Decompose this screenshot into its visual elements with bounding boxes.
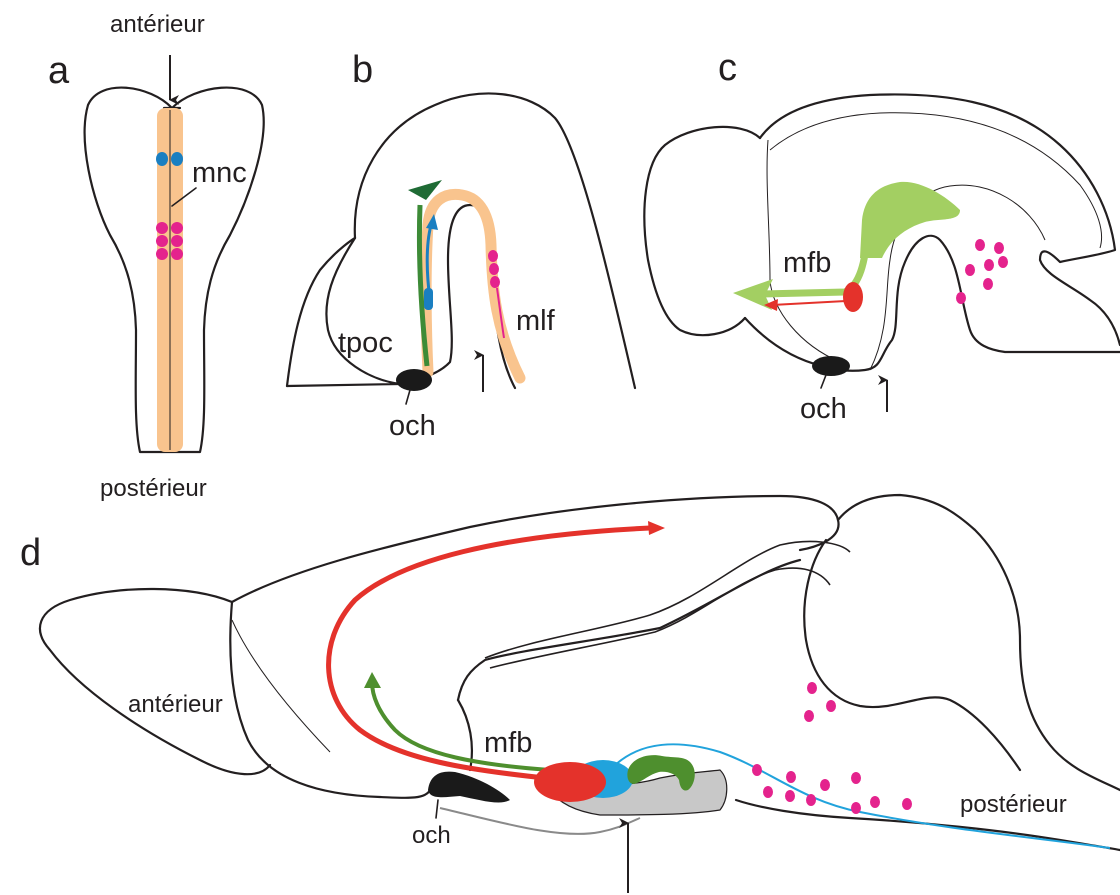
midbrain-outline-d <box>458 560 800 700</box>
panel-b-letter: b <box>352 49 373 91</box>
tpoc-label: tpoc <box>338 327 393 359</box>
blue-cell-b <box>424 288 433 310</box>
forebrain-outline-b <box>287 238 400 386</box>
och-leader-d <box>436 800 438 818</box>
och-label-b: och <box>389 410 436 442</box>
mlf-label: mlf <box>516 305 556 337</box>
ventral-outline-d <box>230 602 430 798</box>
inner-structure-line-1 <box>485 541 850 658</box>
brainstem-outline-d <box>804 540 1020 770</box>
magenta-cells-d <box>752 682 912 814</box>
cerebrum-outline-d <box>232 496 839 602</box>
green-arrowhead-d <box>364 672 381 688</box>
olfactory-bulb-c <box>644 127 760 335</box>
red-nucleus-c <box>843 282 863 312</box>
och-leader-c <box>821 375 826 388</box>
panel-b: b och tpoc mlf <box>287 49 635 442</box>
ventricle-line-c1 <box>770 113 1102 248</box>
mnc-label: mnc <box>192 157 247 189</box>
panel-a: a antérieur postérieur mnc <box>48 11 264 502</box>
olfactory-bulb-d <box>40 589 270 774</box>
posterior-label-d: postérieur <box>960 791 1067 818</box>
red-nucleus-d <box>534 762 606 802</box>
mfb-label-d: mfb <box>484 727 532 759</box>
och-label-c: och <box>800 393 847 425</box>
panel-d-letter: d <box>20 532 41 574</box>
mfb-label-c: mfb <box>783 247 831 279</box>
red-arrowhead-d <box>648 521 665 535</box>
anterior-divider-d <box>232 620 330 752</box>
cerebellum-outline-d <box>838 495 1120 790</box>
optic-chiasm-c <box>812 356 850 376</box>
panel-d: d och <box>20 495 1120 893</box>
blue-cell <box>156 152 168 166</box>
blue-cell <box>171 152 183 166</box>
anterior-label-a: antérieur <box>110 11 205 38</box>
panel-c-letter: c <box>718 47 737 89</box>
och-label-d: och <box>412 822 451 849</box>
anterior-label-d: antérieur <box>128 691 223 718</box>
red-axon-c <box>772 301 846 305</box>
panel-c: c och mfb <box>644 47 1120 425</box>
och-leader-b <box>406 390 410 404</box>
posterior-label-a: postérieur <box>100 475 207 502</box>
optic-chiasm-d <box>428 772 510 803</box>
mlf-tract <box>426 194 520 378</box>
magenta-cells-c <box>956 239 1008 304</box>
inner-structure-line-2 <box>490 568 830 668</box>
panel-a-letter: a <box>48 50 70 92</box>
optic-chiasm-b <box>396 369 432 391</box>
